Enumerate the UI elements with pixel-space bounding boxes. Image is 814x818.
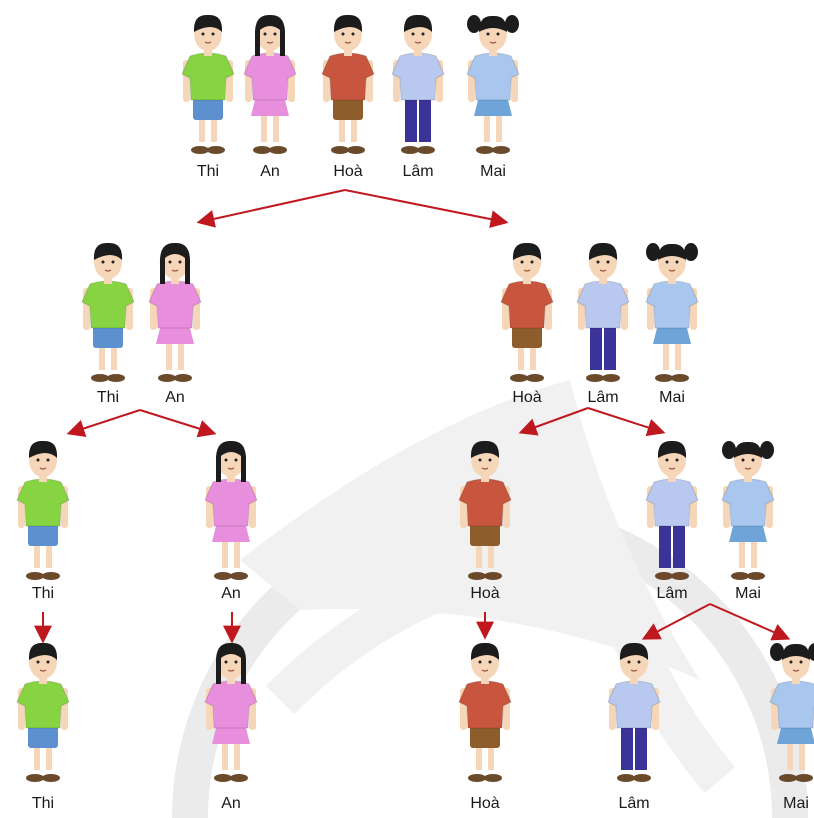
name-label-an: An [221,585,241,602]
name-label-lam: Lâm [618,795,649,812]
arrow-split-2-lam-mai-to-leaf-lam [641,603,711,640]
name-label-an: An [221,795,241,812]
child-mai-figure [769,643,814,782]
row-3: Thi An Hoà Lâm Mai [16,440,775,602]
arrow-split-1-right-to-split-2-hoa [518,407,589,436]
name-label-lam: Lâm [656,585,687,602]
row-1: Thi An Hoà Lâm Mai [181,14,520,180]
name-label-thi: Thi [97,389,119,406]
split-arrows [34,189,791,644]
child-hoa-figure [321,14,375,154]
arrow-root-to-split-1-right [344,189,509,229]
child-thi-figure [16,642,70,782]
name-label-thi: Thi [197,163,219,180]
arrow-root-to-split-1-left [196,189,346,228]
name-label-lam: Lâm [587,389,618,406]
child-hoa-figure [458,440,512,580]
child-lam-figure [576,242,630,382]
name-label-thi: Thi [32,585,54,602]
row-2: Thi An Hoà Lâm Mai [81,242,699,406]
child-hoa-figure [500,242,554,382]
name-label-mai: Mai [659,389,685,406]
child-thi-figure [181,14,235,154]
name-label-an: An [260,163,280,180]
name-label-mai: Mai [735,585,761,602]
child-mai-figure [645,243,699,382]
name-label-hoa: Hoà [470,585,499,602]
child-lam-figure [607,642,661,782]
child-mai-figure [721,441,775,580]
child-thi-figure [81,242,135,382]
arrow-split-1-left-to-split-2-thi [66,409,141,438]
name-label-hoa: Hoà [333,163,362,180]
child-an-figure [243,14,297,154]
child-hoa-figure [458,642,512,782]
child-an-figure [204,642,258,782]
name-label-an: An [165,389,185,406]
child-lam-figure [391,14,445,154]
arrow-split-1-left-to-split-2-an [139,409,217,438]
name-label-hoa: Hoà [470,795,499,812]
name-label-mai: Mai [480,163,506,180]
name-label-lam: Lâm [402,163,433,180]
child-thi-figure [16,440,70,580]
child-mai-figure [466,15,520,154]
name-label-thi: Thi [32,795,54,812]
row-4: Thi An Hoà Lâm Mai [16,642,814,812]
child-an-figure [204,440,258,580]
arrow-split-2-lam-mai-to-leaf-mai [709,603,791,641]
arrow-split-1-right-to-split-2-lam-mai [587,407,666,437]
name-label-mai: Mai [783,795,809,812]
name-label-hoa: Hoà [512,389,541,406]
child-an-figure [148,242,202,382]
child-lam-figure [645,440,699,580]
